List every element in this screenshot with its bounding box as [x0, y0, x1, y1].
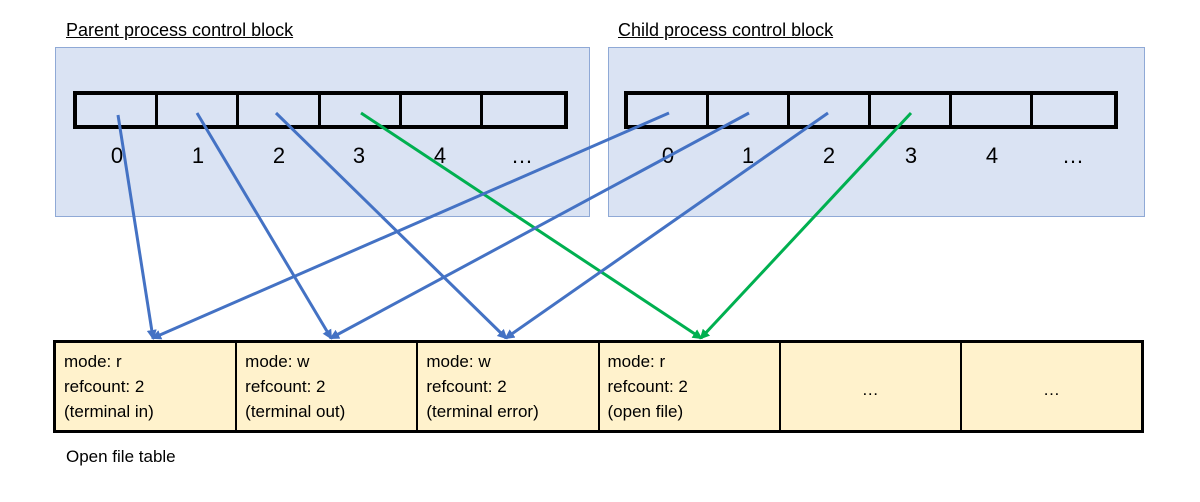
parent-fd-cell-2	[239, 95, 321, 125]
child-fd-cell-2	[790, 95, 871, 125]
open-file-table-caption: Open file table	[66, 447, 176, 466]
entry-refcount: refcount: 2	[245, 377, 326, 396]
open-file-entry: mode: w refcount: 2 (terminal out)	[237, 343, 419, 430]
entry-ellipsis: …	[1042, 380, 1060, 399]
entry-mode: mode: w	[426, 352, 491, 371]
child-fd-cell-5	[1033, 95, 1114, 125]
parent-fd-cell-1	[158, 95, 240, 125]
entry-description: (terminal out)	[245, 402, 346, 421]
open-file-entry: mode: w refcount: 2 (terminal error)	[418, 343, 600, 430]
child-fd-cell-0	[628, 95, 709, 125]
child-fd-index-0: 0	[661, 143, 675, 168]
entry-description: (terminal in)	[64, 402, 154, 421]
open-file-entry-empty: …	[961, 343, 1142, 430]
entry-description: (open file)	[607, 402, 684, 421]
parent-pcb-title: Parent process control block	[66, 20, 294, 40]
parent-pcb	[55, 47, 590, 217]
entry-mode: mode: r	[64, 352, 122, 371]
parent-fd-index-1: 1	[191, 143, 205, 168]
parent-fd-index-4: 4	[433, 143, 447, 168]
child-fd-table	[624, 91, 1118, 129]
child-fd-index-3: 3	[904, 143, 918, 168]
parent-fd-index-2: 2	[272, 143, 286, 168]
entry-description: (terminal error)	[426, 402, 539, 421]
child-fd-cell-4	[952, 95, 1033, 125]
child-fd-cell-3	[871, 95, 952, 125]
child-fd-index-5: …	[1062, 143, 1084, 168]
parent-fd-index-5: …	[511, 143, 533, 168]
entry-refcount: refcount: 2	[426, 377, 507, 396]
open-file-entry: mode: r refcount: 2 (terminal in)	[56, 343, 238, 430]
parent-fd-cell-5	[483, 95, 564, 125]
parent-fd-table	[73, 91, 568, 129]
child-fd-index-4: 4	[985, 143, 999, 168]
entry-mode: mode: r	[607, 352, 666, 371]
parent-fd-index-3: 3	[352, 143, 366, 168]
entry-refcount: refcount: 2	[607, 377, 688, 396]
open-file-table: mode: r refcount: 2 (terminal in) mode: …	[53, 340, 1144, 433]
child-fd-index-1: 1	[741, 143, 755, 168]
entry-refcount: refcount: 2	[64, 377, 145, 396]
parent-fd-cell-0	[77, 95, 159, 125]
child-pcb-title: Child process control block	[618, 20, 834, 40]
open-file-entry-empty: …	[780, 343, 962, 430]
open-file-entry: mode: r refcount: 2 (open file)	[599, 343, 781, 430]
parent-fd-cell-4	[402, 95, 483, 125]
entry-mode: mode: w	[245, 352, 310, 371]
child-pcb	[608, 47, 1145, 217]
entry-ellipsis: …	[861, 380, 879, 399]
parent-fd-cell-3	[321, 95, 402, 125]
child-fd-cell-1	[709, 95, 790, 125]
parent-fd-index-0: 0	[110, 143, 124, 168]
child-fd-index-2: 2	[822, 143, 836, 168]
